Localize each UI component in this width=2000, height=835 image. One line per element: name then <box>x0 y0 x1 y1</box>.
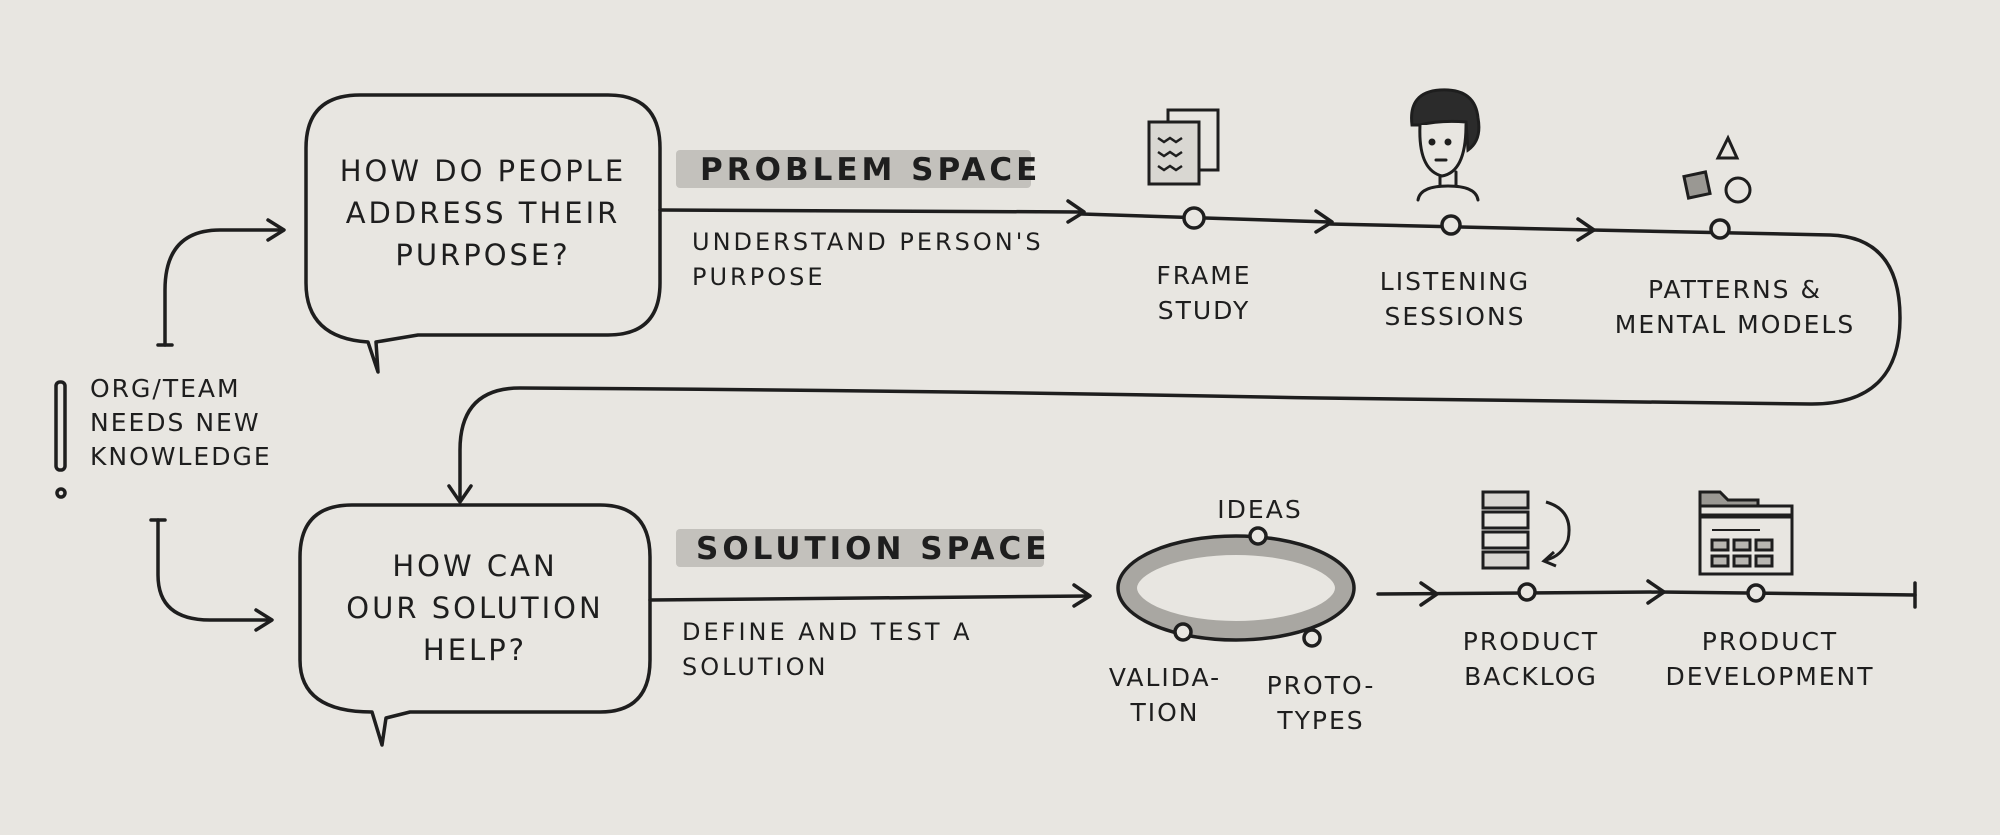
iteration-cycle <box>1116 534 1356 642</box>
problem-question-line-1: HOW DO PEOPLE <box>339 154 627 188</box>
connector-arrowhead <box>447 484 473 504</box>
problem-flow-arrowhead-2 <box>1314 209 1334 234</box>
product-development-label-line-2: DEVELOPMENT <box>1665 662 1875 691</box>
frame-study-label-line-2: STUDY <box>1157 296 1251 325</box>
person-portrait-icon <box>1410 88 1481 202</box>
solution-question-bubble <box>298 503 652 747</box>
exclamation-bar <box>54 380 67 472</box>
solution-question-line-3: HELP? <box>422 633 528 668</box>
exclamation-dot <box>55 487 67 499</box>
backlog-stack-icon <box>1481 490 1571 570</box>
frame-study-label-line-1: FRAME <box>1156 261 1252 290</box>
solution-question: HOW CAN OUR SOLUTION HELP? <box>310 545 640 671</box>
listening-sessions-marker <box>1440 214 1462 236</box>
prototypes-label: PROTO- TYPES <box>1256 668 1386 738</box>
problem-to-solution-connector <box>458 228 1902 502</box>
product-backlog-label: PRODUCT BACKLOG <box>1446 624 1616 694</box>
problem-question-bubble <box>304 93 662 374</box>
trigger-arrow-up-head <box>266 218 286 242</box>
patterns-marker <box>1709 218 1731 240</box>
trigger-line-3: KNOWLEDGE <box>90 441 272 471</box>
trigger-arrow-up <box>163 228 284 347</box>
trigger-arrow-down-head <box>254 608 274 632</box>
solution-description-line-2: SOLUTION <box>682 652 829 681</box>
product-development-marker <box>1746 583 1766 603</box>
solution-question-line-1: HOW CAN <box>392 549 558 583</box>
problem-flow-line <box>658 208 1084 214</box>
patterns-label-line-2: MENTAL MODELS <box>1614 310 1856 339</box>
patterns-label: PATTERNS & MENTAL MODELS <box>1590 272 1880 342</box>
solution-flow-arrowhead-2 <box>1419 581 1439 607</box>
product-backlog-marker <box>1517 582 1537 602</box>
prototypes-marker <box>1302 628 1322 648</box>
iteration-cycle-shading <box>1119 537 1353 639</box>
problem-description-line-2: PURPOSE <box>692 262 826 291</box>
solution-question-line-2: OUR SOLUTION <box>346 591 604 626</box>
solution-description: DEFINE AND TEST A SOLUTION <box>682 615 973 685</box>
product-development-label-line-1: PRODUCT <box>1701 627 1839 656</box>
solution-space-label: SOLUTION SPACE <box>696 531 1051 567</box>
trigger-line-2: NEEDS NEW <box>90 407 261 437</box>
solution-flow-arrowhead-1 <box>1072 583 1092 608</box>
solution-flow-line-3 <box>1658 590 1917 597</box>
listening-sessions-label: LISTENING SESSIONS <box>1340 264 1570 334</box>
problem-description-line-1: UNDERSTAND PERSON'S <box>692 228 1044 256</box>
problem-flow-arrowhead-1 <box>1066 199 1086 224</box>
frame-study-marker <box>1182 206 1206 230</box>
ideas-label: IDEAS <box>1217 495 1303 524</box>
product-development-label: PRODUCT DEVELOPMENT <box>1650 624 1890 694</box>
trigger-arrow-down <box>156 518 272 622</box>
solution-space-highlight <box>676 529 1044 567</box>
ideas-marker <box>1248 526 1268 546</box>
solution-flow-line <box>648 594 1090 602</box>
solution-description-line-1: DEFINE AND TEST A <box>682 618 973 646</box>
problem-flow-line-2 <box>1080 212 1332 224</box>
problem-space-label: PROBLEM SPACE <box>700 152 1042 188</box>
prototypes-label-line-2: TYPES <box>1277 706 1365 735</box>
frame-study-label: FRAME STUDY <box>1104 258 1304 328</box>
folder-browser-icon <box>1698 490 1794 576</box>
patterns-label-line-1: PATTERNS & <box>1648 275 1822 304</box>
validation-label: VALIDA- TION <box>1090 660 1240 730</box>
listening-sessions-label-line-1: LISTENING <box>1379 267 1531 296</box>
validation-label-line-2: TION <box>1130 698 1200 727</box>
trigger-label: ORG/TEAM NEEDS NEW KNOWLEDGE <box>90 372 272 473</box>
problem-question-line-3: PURPOSE? <box>395 238 571 273</box>
prototypes-label-line-1: PROTO- <box>1266 671 1376 700</box>
product-backlog-label-line-2: BACKLOG <box>1464 662 1598 691</box>
listening-sessions-label-line-2: SESSIONS <box>1384 302 1526 331</box>
problem-question-line-2: ADDRESS THEIR <box>345 196 621 231</box>
problem-description: UNDERSTAND PERSON'S PURPOSE <box>692 225 1044 295</box>
problem-question: HOW DO PEOPLE ADDRESS THEIR PURPOSE? <box>318 150 648 276</box>
trigger-line-1: ORG/TEAM <box>90 374 241 403</box>
product-backlog-label-line-1: PRODUCT <box>1462 627 1600 656</box>
validation-label-line-1: VALIDA- <box>1108 663 1222 692</box>
validation-marker <box>1173 622 1193 642</box>
document-stack-icon <box>1147 108 1220 186</box>
problem-space-highlight <box>676 150 1031 188</box>
shapes-icon <box>1682 134 1752 204</box>
